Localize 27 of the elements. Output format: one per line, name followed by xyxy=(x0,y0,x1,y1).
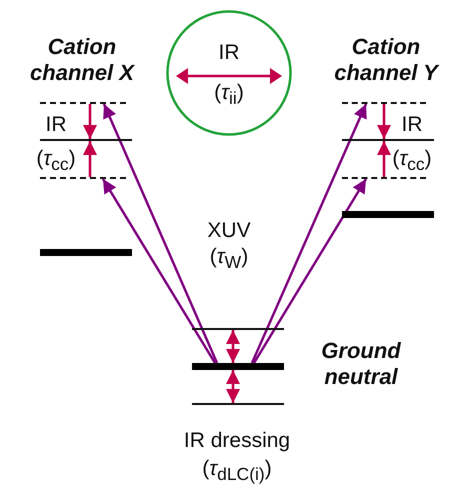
circle-node xyxy=(166,10,292,136)
energy-level xyxy=(342,211,434,218)
arrow xyxy=(102,178,216,364)
channel-title: Cation channel X xyxy=(29,34,136,86)
time-constant-label: (τ$_{cc}$) xyxy=(36,146,76,176)
time-constant-label: (τ$_{cc}$) xyxy=(392,146,432,176)
level-label: IR xyxy=(46,112,66,138)
arrow xyxy=(83,141,97,177)
arrow xyxy=(252,178,368,364)
energy-level xyxy=(192,363,284,370)
arrow xyxy=(250,104,368,364)
state-title: Ground neutral xyxy=(320,338,402,390)
level-label: IR xyxy=(218,41,240,64)
arrow xyxy=(226,330,240,363)
channel-title: Cation channel Y xyxy=(333,34,440,86)
time-constant-label: (τ$_{ii}$) xyxy=(214,81,244,104)
level-label: IR xyxy=(402,112,422,138)
energy-level xyxy=(40,249,132,256)
arrow xyxy=(377,141,391,177)
pulse-label: IR dressing xyxy=(184,428,290,454)
time-constant-label: (τ$_{W}$) xyxy=(210,244,248,274)
arrow xyxy=(102,104,218,364)
arrow xyxy=(377,104,391,139)
time-constant-label: (τ$_{dLC(i)}$) xyxy=(202,456,272,486)
arrow xyxy=(226,370,240,403)
pulse-label: XUV xyxy=(207,218,251,244)
arrow xyxy=(83,104,97,139)
